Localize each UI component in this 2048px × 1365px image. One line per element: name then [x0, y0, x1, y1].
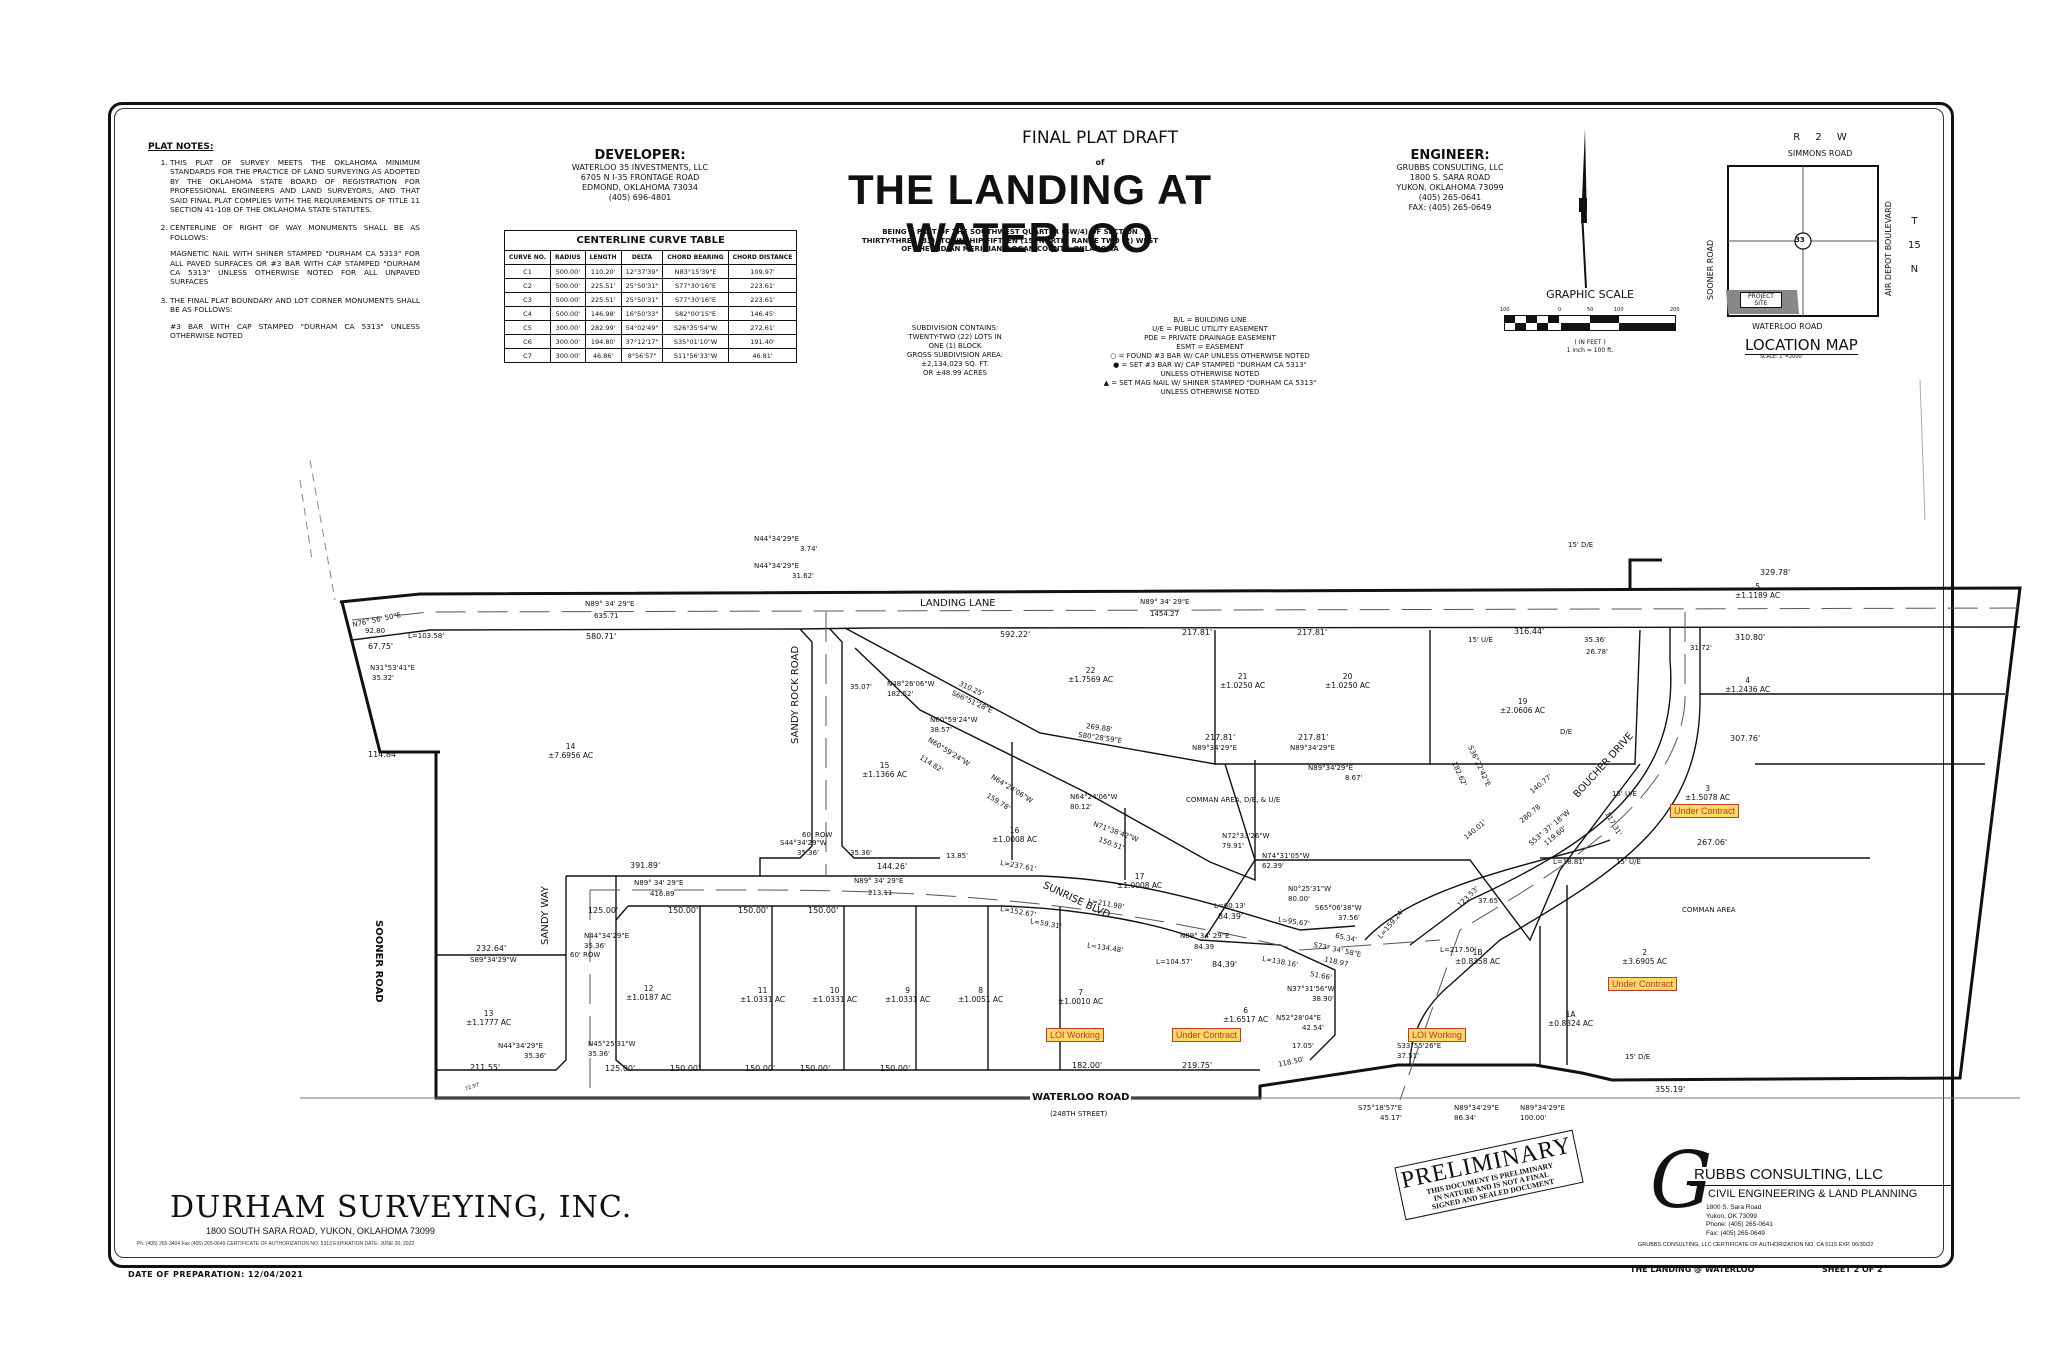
- draft-label: FINAL PLAT DRAFT: [1022, 128, 1178, 148]
- lot-9[interactable]: 9±1.0331 AC: [885, 986, 931, 1004]
- developer-name: WATERLOO 35 INVESTMENTS, LLC: [571, 163, 709, 172]
- plat-notes: THIS PLAT OF SURVEY MEETS THE OKLAHOMA M…: [150, 158, 420, 350]
- engineer-phone: (405) 265-0641: [1418, 193, 1482, 202]
- status-badge-lot-6: Under Contract: [1172, 1028, 1242, 1042]
- township-label: T 15 N: [1908, 216, 1921, 275]
- engineer-address2: YUKON, OKLAHOMA 73099: [1396, 183, 1504, 192]
- lot-7[interactable]: 7±1.0010 AC: [1058, 988, 1104, 1006]
- sheet-border: [108, 102, 1954, 1268]
- grubbs-name: RUBBS CONSULTING, LLC: [1694, 1166, 1883, 1183]
- lot-10[interactable]: 10±1.0331 AC: [812, 986, 858, 1004]
- lot-12[interactable]: 12±1.0187 AC: [626, 984, 672, 1002]
- grubbs-initial: G: [1650, 1136, 1713, 1226]
- location-map: R 2 W SIMMONS ROAD: [1720, 132, 1920, 158]
- range-label: R 2 W: [1793, 132, 1847, 143]
- grubbs-tagline: CIVIL ENGINEERING & LAND PLANNING: [1708, 1188, 1918, 1200]
- legal-description: BEING A PART OF THE SOUTHWEST QUARTER (S…: [861, 228, 1159, 253]
- engineer-heading: ENGINEER:: [1410, 148, 1490, 163]
- grubbs-certificate: GRUBBS CONSULTING, LLC CERTIFICATE OF AU…: [1638, 1242, 1874, 1248]
- grubbs-contact: 1800 S. Sara Road Yukon, OK 73099 Phone:…: [1706, 1204, 1773, 1237]
- page-title: THE LANDING AT WATERLOO: [848, 166, 1212, 261]
- road-waterloo-alt: (248TH STREET): [1050, 1110, 1108, 1118]
- road-waterloo: WATERLOO ROAD: [1030, 1092, 1132, 1103]
- sheet-name: THE LANDING @ WATERLOO: [1630, 1265, 1755, 1274]
- lot-11[interactable]: 11±1.0331 AC: [740, 986, 786, 1004]
- status-badge-lot-2: Under Contract: [1608, 977, 1678, 991]
- location-map-title: LOCATION MAP: [1745, 336, 1858, 355]
- graphic-scale-title: GRAPHIC SCALE: [1546, 288, 1634, 301]
- plat-note-1: THIS PLAT OF SURVEY MEETS THE OKLAHOMA M…: [170, 158, 420, 214]
- developer-block: DEVELOPER: WATERLOO 35 INVESTMENTS, LLC …: [540, 148, 740, 203]
- lot-4[interactable]: 4±1.2436 AC: [1725, 676, 1771, 694]
- lot-17[interactable]: 17±1.0008 AC: [1117, 872, 1163, 890]
- developer-address1: 6705 N I-35 FRONTAGE ROAD: [580, 173, 700, 182]
- location-map-scale: SCALE: 1"=2000': [1760, 354, 1804, 360]
- road-sandy-rock: SANDY ROCK ROAD: [790, 645, 801, 744]
- map-south-road: WATERLOO ROAD: [1752, 322, 1823, 331]
- status-badge-lot-7: LOI Working: [1046, 1028, 1104, 1042]
- developer-address2: EDMOND, OKLAHOMA 73034: [582, 183, 698, 192]
- lot-19[interactable]: 19±2.0606 AC: [1500, 697, 1546, 715]
- status-badge-lot-1a: LOI Working: [1408, 1028, 1466, 1042]
- lot-21[interactable]: 21±1.0250 AC: [1220, 672, 1266, 690]
- plat-note-2: CENTERLINE OF RIGHT OF WAY MONUMENTS SHA…: [170, 223, 420, 286]
- lot-1a[interactable]: 1A±0.8324 AC: [1548, 1010, 1594, 1028]
- sheet-inner-border: [114, 108, 1944, 1258]
- scale-bar-icon: [1504, 315, 1676, 331]
- surveyor-certificate: Ph. (405) 265-3404 Fax (405) 265-0649 CE…: [137, 1241, 415, 1247]
- of-label: of: [1095, 158, 1105, 167]
- lot-14[interactable]: 14±7.6956 AC: [548, 742, 594, 760]
- surveyor-logo: DURHAM SURVEYING, INC.: [170, 1190, 633, 1225]
- engineer-name: GRUBBS CONSULTING, LLC: [1396, 163, 1504, 172]
- lot-2[interactable]: 2±3.6905 AC: [1622, 948, 1668, 966]
- lot-6[interactable]: 6±1.6517 AC: [1223, 1006, 1269, 1024]
- engineer-block: ENGINEER: GRUBBS CONSULTING, LLC 1800 S.…: [1360, 148, 1540, 213]
- engineer-address1: 1800 S. SARA ROAD: [1409, 173, 1491, 182]
- abbreviation-legend: B/L = BUILDING LINE U/E = PUBLIC UTILITY…: [1103, 316, 1317, 396]
- status-badge-lot-3: Under Contract: [1670, 804, 1740, 818]
- lot-8[interactable]: 8±1.0051 AC: [958, 986, 1004, 1004]
- lot-13[interactable]: 13±1.1777 AC: [466, 1009, 512, 1027]
- lot-22[interactable]: 22±1.7569 AC: [1068, 666, 1114, 684]
- surveyor-address: 1800 SOUTH SARA ROAD, YUKON, OKLAHOMA 73…: [206, 1226, 435, 1236]
- date-of-preparation: DATE OF PREPARATION: 12/04/2021: [128, 1270, 304, 1279]
- section-number: 33: [1795, 236, 1805, 244]
- centerline-curve-table: CENTERLINE CURVE TABLE CURVE NO. RADIUS …: [503, 230, 798, 363]
- graphic-scale: GRAPHIC SCALE 100 0 50 100 200 ( IN FEET…: [1500, 288, 1680, 354]
- scale-ticks: 100 0 50 100 200: [1500, 307, 1680, 313]
- lot-5[interactable]: 5±1.1189 AC: [1735, 582, 1781, 600]
- plat-note-3: THE FINAL PLAT BOUNDARY AND LOT CORNER M…: [170, 296, 420, 341]
- developer-phone: (405) 696-4801: [608, 193, 672, 202]
- lot-1b[interactable]: 1B±0.8358 AC: [1455, 948, 1501, 966]
- north-arrow-icon: [1579, 128, 1587, 288]
- road-sooner: SOONER ROAD: [373, 920, 384, 1003]
- map-north-road: SIMMONS ROAD: [1787, 149, 1853, 158]
- subdivision-summary: SUBDIVISION CONTAINS: TWENTY-TWO (22) LO…: [906, 324, 1004, 377]
- engineer-fax: FAX: (405) 265-0649: [1408, 203, 1492, 212]
- sheet-number: SHEET 2 OF 2: [1822, 1265, 1883, 1274]
- project-site-label: PROJECT SITE: [1740, 292, 1782, 308]
- lot-3[interactable]: 3±1.5078 AC: [1685, 784, 1731, 802]
- developer-heading: DEVELOPER:: [594, 148, 686, 163]
- road-landing-lane: LANDING LANE: [920, 598, 996, 609]
- lot-16[interactable]: 16±1.0008 AC: [992, 826, 1038, 844]
- lot-20[interactable]: 20±1.0250 AC: [1325, 672, 1371, 690]
- lot-15[interactable]: 15±1.1366 AC: [862, 761, 908, 779]
- plat-notes-title: PLAT NOTES:: [148, 142, 214, 152]
- road-sandy-way: SANDY WAY: [540, 886, 551, 945]
